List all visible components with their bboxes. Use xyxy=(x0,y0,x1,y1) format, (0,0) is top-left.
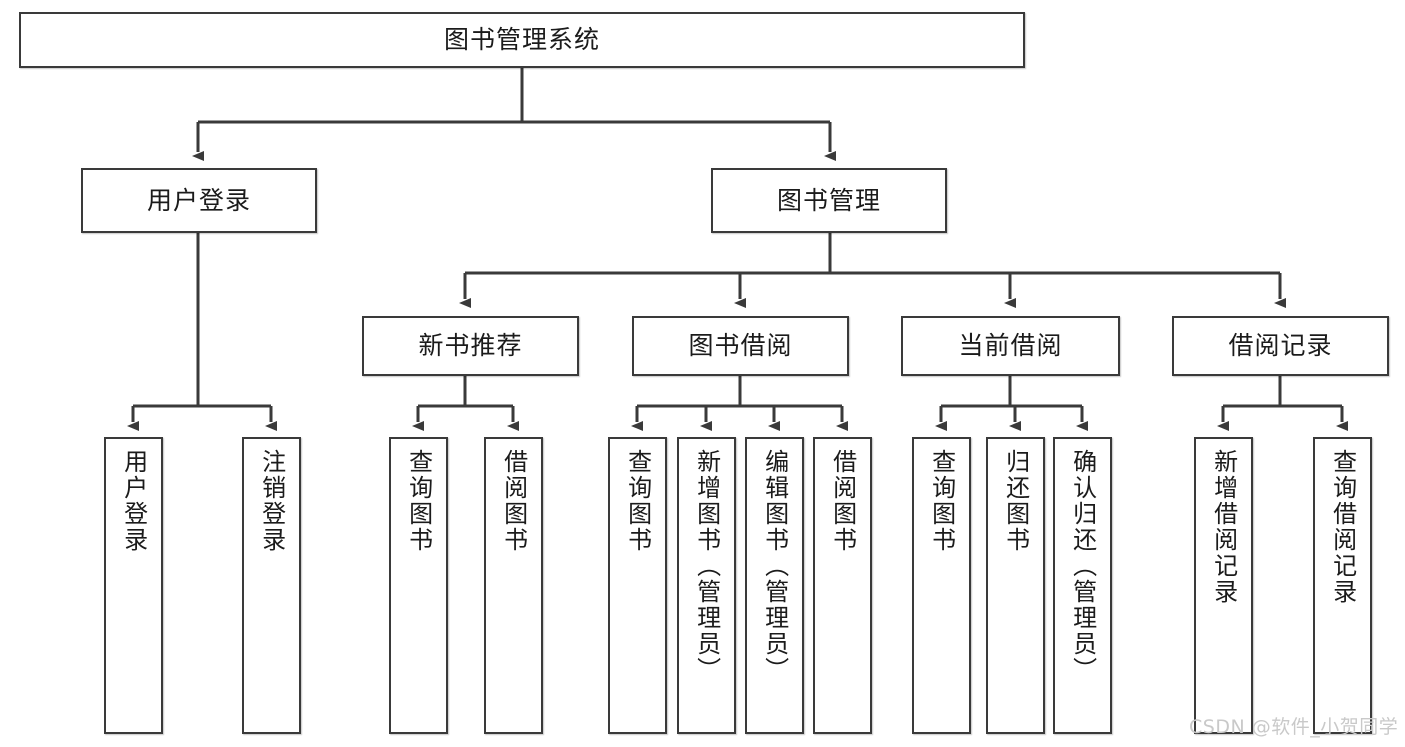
node-label: 编辑图书（管理员） xyxy=(760,449,789,683)
node-label: 图书借阅 xyxy=(688,331,793,361)
leaf-user-login[interactable]: 用户登录 xyxy=(104,437,163,734)
leaf-borrow-borrow-book[interactable]: 借阅图书 xyxy=(813,437,872,734)
node-label: 图书管理系统 xyxy=(443,25,600,55)
leaf-recommend-borrow-book[interactable]: 借阅图书 xyxy=(484,437,543,734)
node-label: 当前借阅 xyxy=(958,331,1063,361)
node-user-login[interactable]: 用户登录 xyxy=(81,168,317,233)
node-label: 查询图书 xyxy=(623,449,652,553)
leaf-current-return-book[interactable]: 归还图书 xyxy=(986,437,1045,734)
leaf-borrow-add-book[interactable]: 新增图书（管理员） xyxy=(677,437,736,734)
node-label: 借阅图书 xyxy=(499,449,528,553)
leaf-user-logout[interactable]: 注销登录 xyxy=(242,437,301,734)
node-book-management[interactable]: 图书管理 xyxy=(711,168,947,233)
node-label: 借阅记录 xyxy=(1228,331,1333,361)
node-new-book-recommend[interactable]: 新书推荐 xyxy=(362,316,579,376)
leaf-current-query-book[interactable]: 查询图书 xyxy=(912,437,971,734)
leaf-record-query-record[interactable]: 查询借阅记录 xyxy=(1313,437,1372,734)
node-book-borrow[interactable]: 图书借阅 xyxy=(632,316,849,376)
node-label: 用户登录 xyxy=(146,185,251,215)
node-label: 新书推荐 xyxy=(418,331,523,361)
node-label: 查询图书 xyxy=(404,449,433,553)
node-label: 查询图书 xyxy=(927,449,956,553)
node-label: 新增图书（管理员） xyxy=(692,449,721,683)
node-current-borrow[interactable]: 当前借阅 xyxy=(901,316,1120,376)
node-label: 确认归还（管理员） xyxy=(1068,449,1097,683)
node-root-system[interactable]: 图书管理系统 xyxy=(19,12,1025,68)
node-label: 新增借阅记录 xyxy=(1209,449,1238,605)
leaf-current-confirm-return[interactable]: 确认归还（管理员） xyxy=(1053,437,1112,734)
node-label: 查询借阅记录 xyxy=(1328,449,1357,605)
node-label: 注销登录 xyxy=(257,449,286,553)
leaf-record-add-record[interactable]: 新增借阅记录 xyxy=(1194,437,1253,734)
node-label: 归还图书 xyxy=(1001,449,1030,553)
node-borrow-record[interactable]: 借阅记录 xyxy=(1172,316,1389,376)
leaf-borrow-edit-book[interactable]: 编辑图书（管理员） xyxy=(745,437,804,734)
node-label: 用户登录 xyxy=(119,449,148,553)
node-label: 图书管理 xyxy=(776,185,881,215)
leaf-borrow-query-book[interactable]: 查询图书 xyxy=(608,437,667,734)
leaf-recommend-query-book[interactable]: 查询图书 xyxy=(389,437,448,734)
node-label: 借阅图书 xyxy=(828,449,857,553)
